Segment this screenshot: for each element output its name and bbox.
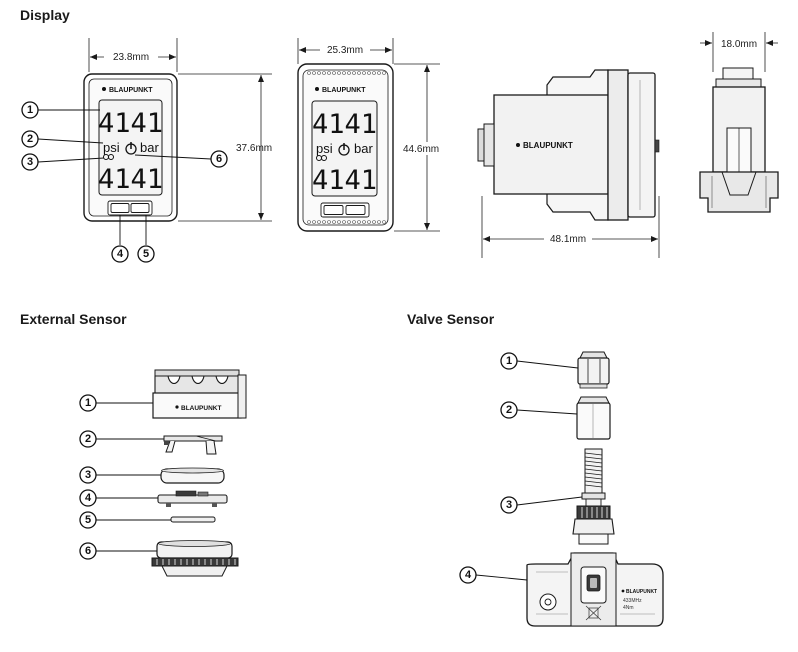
brand-logo-back: BLAUPUNKT — [322, 87, 366, 94]
section-title-external-sensor: External Sensor — [20, 311, 127, 327]
valve-torque: 4Nm — [623, 605, 634, 611]
display-end-view: 18.0mm — [699, 32, 779, 213]
display-callout-4: 4 — [117, 248, 124, 260]
valve-callout-2: 2 — [506, 404, 512, 416]
external-callout-5: 5 — [85, 514, 91, 526]
brand-logo-cap: BLAUPUNKT — [181, 405, 221, 412]
valve-sensor-drawing: BLAUPUNKT 433MHz 4Nm 1 2 3 4 — [459, 351, 664, 627]
lcd-unit-psi: psi — [103, 140, 120, 155]
external-callout-3: 3 — [85, 469, 91, 481]
display-callout-5: 5 — [143, 248, 149, 260]
display-callout-2: 2 — [27, 133, 33, 145]
dim-end-width: 18.0mm — [721, 39, 757, 50]
display-button-left — [110, 203, 130, 213]
dim-back-width: 25.3mm — [327, 45, 363, 56]
lcd-unit-bar: bar — [140, 140, 159, 155]
display-callout-6: 6 — [216, 153, 222, 165]
lcd-bottom-digits: 4141 — [98, 164, 163, 195]
brand-logo-side: BLAUPUNKT — [523, 141, 573, 150]
brand-logo-valve: BLAUPUNKT — [626, 589, 657, 595]
external-callout-4: 4 — [85, 492, 92, 504]
external-callout-6: 6 — [85, 545, 91, 557]
back-lcd-top-digits: 4141 — [312, 109, 377, 140]
brand-logo-front: BLAUPUNKT — [109, 87, 153, 94]
valve-callout-4: 4 — [465, 569, 472, 581]
display-front-view: 23.8mm 37.6mm BLAUPUNKT 4141 psi bar 414… — [21, 38, 272, 263]
display-callout-1: 1 — [27, 104, 33, 116]
dim-front-width: 23.8mm — [113, 52, 149, 63]
external-callout-1: 1 — [85, 397, 91, 409]
display-back-view: 25.3mm 44.6mm BLAUPUNKT 4141 psi bar — [297, 38, 451, 232]
section-title-display: Display — [20, 7, 70, 23]
valve-callout-1: 1 — [506, 355, 512, 367]
weee-bin-icon — [585, 605, 602, 621]
display-callout-3: 3 — [27, 156, 33, 168]
dim-front-height: 37.6mm — [236, 143, 272, 154]
back-lcd-unit-psi: psi — [316, 141, 333, 156]
dim-side-depth: 48.1mm — [550, 234, 586, 245]
back-lcd-unit-bar: bar — [354, 141, 373, 156]
display-side-view: BLAUPUNKT 48.1mm — [477, 69, 660, 258]
display-button-right — [130, 203, 150, 213]
valve-callout-3: 3 — [506, 499, 512, 511]
lcd-top-digits: 4141 — [98, 108, 163, 139]
external-sensor-exploded: BLAUPUNKT — [79, 369, 247, 577]
external-callout-2: 2 — [85, 433, 91, 445]
back-lcd-bottom-digits: 4141 — [312, 165, 377, 196]
dim-back-height: 44.6mm — [403, 144, 439, 155]
section-title-valve-sensor: Valve Sensor — [407, 311, 495, 327]
valve-frequency: 433MHz — [623, 598, 642, 604]
